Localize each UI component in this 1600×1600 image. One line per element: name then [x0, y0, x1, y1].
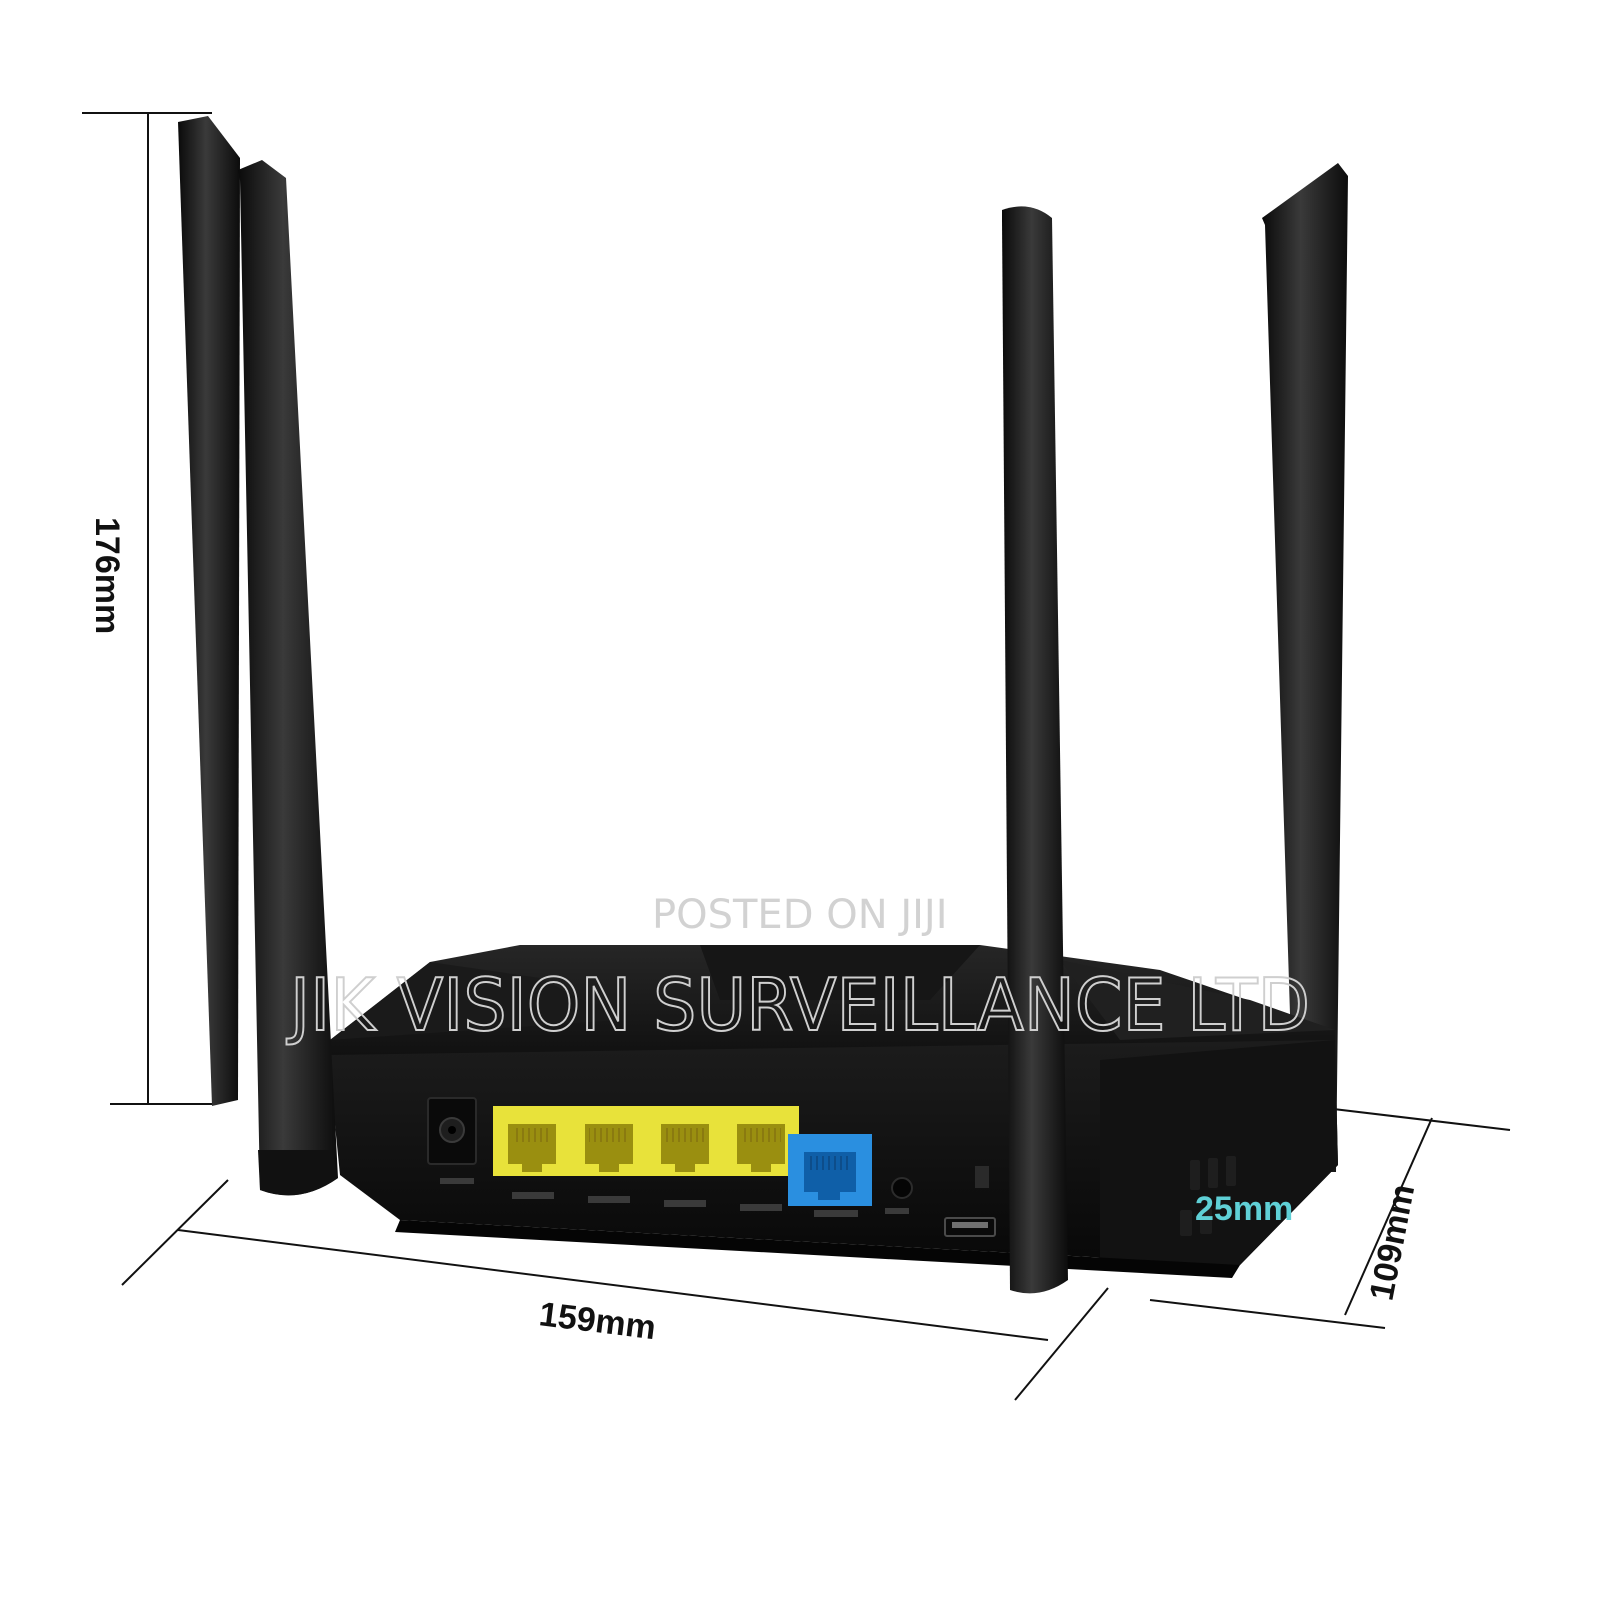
- reset-button: [891, 1177, 913, 1199]
- port-labels: [440, 1178, 909, 1217]
- antenna-front-left: [238, 160, 338, 1196]
- antenna-front-right: [1002, 206, 1068, 1294]
- depth-label: 109mm: [1363, 1181, 1423, 1303]
- width-dimension: [121, 1179, 1109, 1401]
- antenna-back-left: [178, 116, 240, 1106]
- width-label: 159mm: [537, 1295, 658, 1347]
- height-dimension: [82, 112, 215, 1105]
- lan-port-3: [647, 1106, 723, 1176]
- antenna-back-right: [1262, 163, 1348, 1172]
- usb-port: [944, 1166, 996, 1237]
- wan-port: [788, 1134, 872, 1206]
- thickness-label: 25mm: [1195, 1190, 1293, 1228]
- power-port: [427, 1097, 477, 1165]
- depth-dimension: [1149, 1107, 1511, 1329]
- side-vents: [1180, 1156, 1236, 1236]
- watermark-company: JIK VISION SURVEILLANCE LTD: [286, 963, 1310, 1047]
- height-label: 176mm: [88, 517, 126, 634]
- lan-port-4: [723, 1106, 799, 1176]
- lan-port-1: [493, 1106, 571, 1176]
- watermark-posted: POSTED ON JIJI: [652, 892, 948, 938]
- router-body: [328, 945, 1338, 1278]
- lan-port-2: [571, 1106, 647, 1176]
